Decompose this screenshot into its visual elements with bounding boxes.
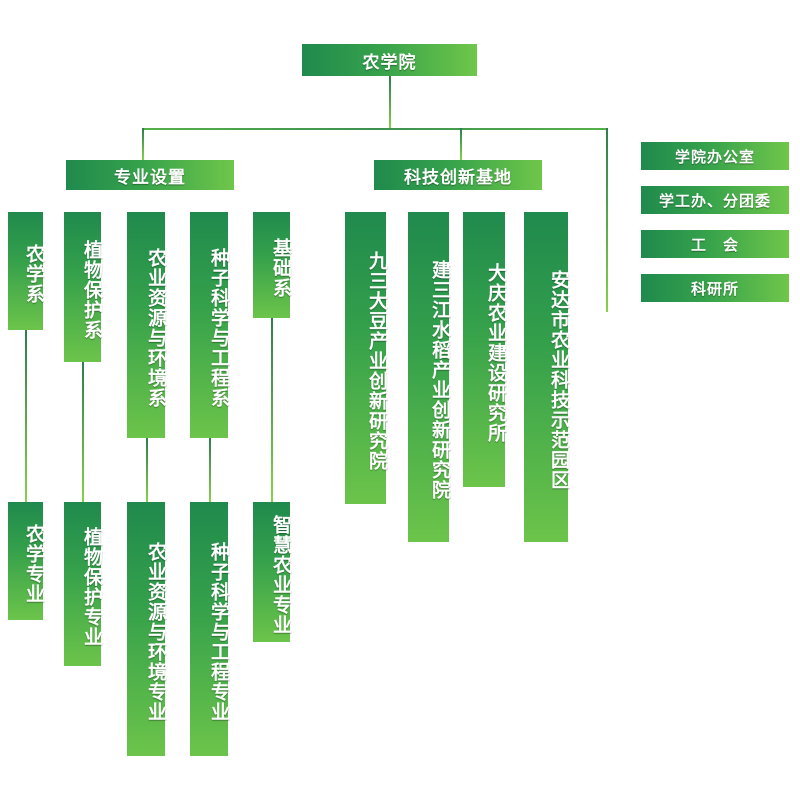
node-innovation-base-jiansanjiang-rice-label: 建三江水稻产业创新研究院 [429, 260, 450, 500]
connector-bus-to-branch-1 [460, 128, 462, 160]
node-major-seed-science-engineering[interactable]: 种子科学与工程专业 [190, 502, 229, 756]
node-innovation-base-daqing-agri-construction[interactable]: 大庆农业建设研究所 [463, 212, 506, 487]
node-admin-college-office[interactable]: 学院办公室 [641, 142, 789, 170]
node-major-smart-agriculture[interactable]: 智慧农业专业 [253, 502, 291, 642]
node-root-label: 农学院 [362, 52, 417, 72]
node-innovation-base-jiansanjiang-rice[interactable]: 建三江水稻产业创新研究院 [408, 212, 450, 542]
node-department-seed-science-engineering[interactable]: 种子科学与工程系 [190, 212, 229, 438]
node-root-college[interactable]: 农学院 [302, 44, 477, 76]
node-admin-research-institute[interactable]: 科研所 [641, 274, 789, 302]
node-admin-research-institute-label: 科研所 [690, 281, 739, 298]
node-admin-college-office-label: 学院办公室 [674, 149, 755, 166]
node-innovation-base-daqing-agri-construction-label: 大庆农业建设研究所 [485, 262, 506, 443]
node-innovation-base-jiusan-soybean[interactable]: 九三大豆产业创新研究院 [345, 212, 387, 504]
node-admin-student-affairs-label: 学工办、分团委 [658, 193, 771, 210]
node-department-plant-protection-label: 植物保护系 [81, 240, 102, 340]
node-major-agri-resources-environment-label: 农业资源与环境专业 [145, 542, 166, 722]
node-innovation-base-anda-demonstration-park[interactable]: 安达市农业科技示范园区 [524, 212, 569, 542]
connector-root-down [389, 76, 391, 130]
node-major-agronomy-label: 农学专业 [23, 524, 44, 604]
connector-bus-to-admin-column [606, 128, 608, 312]
node-department-agri-resources-environment[interactable]: 农业资源与环境系 [127, 212, 166, 438]
node-major-agri-resources-environment[interactable]: 农业资源与环境专业 [127, 502, 166, 756]
node-branch-innovation-label: 科技创新基地 [404, 167, 512, 187]
node-innovation-base-jiusan-soybean-label: 九三大豆产业创新研究院 [366, 251, 387, 471]
node-admin-labor-union[interactable]: 工 会 [641, 230, 789, 258]
connector-dept-3-to-major-3 [209, 438, 211, 502]
node-major-plant-protection[interactable]: 植物保护专业 [64, 502, 102, 666]
node-innovation-base-anda-demonstration-park-label: 安达市农业科技示范园区 [548, 270, 569, 490]
node-department-plant-protection[interactable]: 植物保护系 [64, 212, 102, 362]
connector-dept-0-to-major-0 [25, 330, 27, 502]
node-admin-student-affairs[interactable]: 学工办、分团委 [641, 186, 789, 214]
node-admin-labor-union-label: 工 会 [690, 237, 739, 254]
connector-main-bus [142, 128, 608, 130]
node-department-agronomy[interactable]: 农学系 [8, 212, 44, 330]
connector-dept-2-to-major-2 [146, 438, 148, 502]
node-branch-majors-label: 专业设置 [114, 167, 186, 187]
connector-dept-1-to-major-1 [82, 362, 84, 502]
node-major-smart-agriculture-label: 智慧农业专业 [270, 515, 291, 635]
node-major-seed-science-engineering-label: 种子科学与工程专业 [208, 542, 229, 722]
node-branch-majors[interactable]: 专业设置 [66, 160, 234, 190]
node-department-agri-resources-environment-label: 农业资源与环境系 [145, 248, 166, 408]
connector-bus-to-branch-0 [142, 128, 144, 160]
node-department-seed-science-engineering-label: 种子科学与工程系 [208, 248, 229, 408]
node-department-basic-sciences[interactable]: 基础系 [253, 212, 291, 318]
node-major-agronomy[interactable]: 农学专业 [8, 502, 44, 620]
node-major-plant-protection-label: 植物保护专业 [81, 527, 102, 647]
node-department-agronomy-label: 农学系 [23, 244, 44, 304]
node-department-basic-sciences-label: 基础系 [270, 238, 291, 298]
connector-dept-4-to-major-4 [271, 318, 273, 502]
node-branch-innovation[interactable]: 科技创新基地 [374, 160, 542, 190]
